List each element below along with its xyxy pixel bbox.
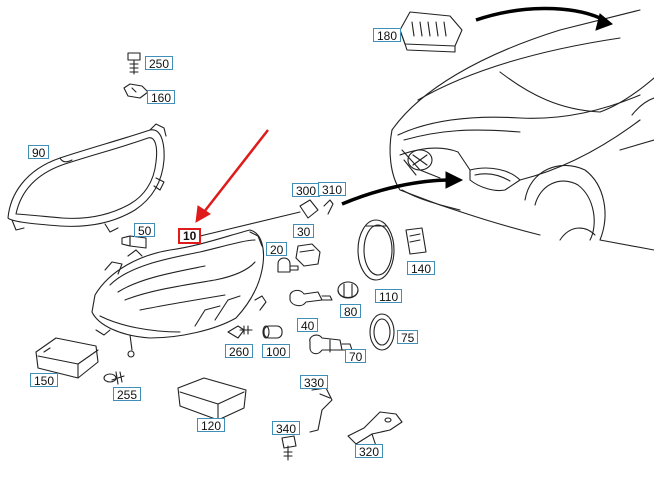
callout-260[interactable]: 260	[225, 344, 254, 359]
callout-300[interactable]: 300	[292, 183, 321, 198]
callout-80[interactable]: 80	[340, 304, 362, 319]
car-front-illustration	[389, 9, 654, 251]
cap-80	[337, 281, 359, 299]
callout-340[interactable]: 340	[272, 421, 301, 436]
callout-180[interactable]: 180	[373, 28, 402, 43]
screw-260-spacer-100	[227, 325, 283, 339]
callout-255[interactable]: 255	[113, 387, 142, 402]
callout-250[interactable]: 250	[145, 56, 174, 71]
callout-140[interactable]: 140	[407, 261, 436, 276]
bracket-330	[309, 387, 333, 433]
bulb-20-and-socket-30	[277, 243, 321, 273]
callout-120[interactable]: 120	[197, 418, 226, 433]
headlamp-frame-outline	[7, 123, 167, 233]
callout-160[interactable]: 160	[147, 90, 176, 105]
callout-30[interactable]: 30	[293, 224, 315, 239]
module-180-part	[399, 11, 463, 53]
small-bulbs	[121, 199, 334, 249]
ring-110-and-seal-75	[357, 219, 395, 351]
callout-10-highlighted[interactable]: 10	[178, 228, 202, 244]
callout-90[interactable]: 90	[28, 145, 50, 160]
callout-100[interactable]: 100	[262, 344, 291, 359]
callout-320[interactable]: 320	[355, 444, 384, 459]
callout-310[interactable]: 310	[318, 182, 347, 197]
callout-50[interactable]: 50	[134, 223, 156, 238]
callout-20[interactable]: 20	[266, 242, 288, 257]
control-unit-120	[177, 377, 247, 421]
callout-40[interactable]: 40	[297, 318, 319, 333]
callout-75[interactable]: 75	[397, 330, 419, 345]
callout-150[interactable]: 150	[30, 373, 59, 388]
control-unit-150	[35, 337, 99, 379]
callout-110[interactable]: 110	[375, 289, 403, 304]
callout-330[interactable]: 330	[300, 375, 329, 390]
module-140	[405, 227, 427, 255]
highlight-arrow	[195, 129, 269, 223]
screw-340	[281, 435, 297, 461]
screw-255	[103, 371, 125, 385]
callout-70[interactable]: 70	[345, 349, 367, 364]
pointer-arrows	[341, 6, 613, 206]
bracket-320	[347, 411, 403, 447]
headlamp-assembly	[91, 229, 267, 358]
